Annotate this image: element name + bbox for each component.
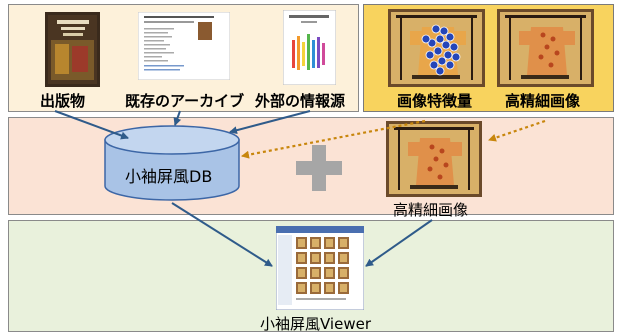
arrow-external-to-db: [229, 110, 311, 135]
book-cover-icon: [45, 12, 100, 87]
label-db: 小袖屏風DB: [125, 167, 213, 186]
arrow-db-to-viewer: [171, 202, 273, 267]
label-hires-image-top: 高精細画像: [505, 92, 581, 110]
kimono-screen-icon: [388, 9, 485, 87]
arrow-hires-to-mid: [488, 119, 546, 142]
viewer-window-icon: [275, 225, 365, 311]
kimono-screen-icon: [386, 121, 482, 197]
label-image-features: 画像特徴量: [397, 92, 473, 110]
arrow-hires-to-viewer: [365, 219, 433, 267]
database-cylinder: [104, 125, 240, 201]
color-book-icon: [282, 9, 337, 86]
plus-icon: [296, 145, 342, 191]
label-publication: 出版物: [40, 92, 86, 110]
arrow-features-to-db: [241, 119, 426, 159]
kimono-screen-icon: [497, 9, 594, 87]
label-external-source: 外部の情報源: [255, 92, 346, 110]
label-viewer: 小袖屏風Viewer: [260, 315, 371, 333]
arrow-publication-to-db: [54, 110, 129, 140]
label-hires-image-mid: 高精細画像: [393, 201, 469, 219]
arrow-archive-to-db: [173, 110, 182, 126]
archive-page-icon: [137, 11, 231, 81]
label-existing-archive: 既存のアーカイブ: [125, 92, 245, 110]
